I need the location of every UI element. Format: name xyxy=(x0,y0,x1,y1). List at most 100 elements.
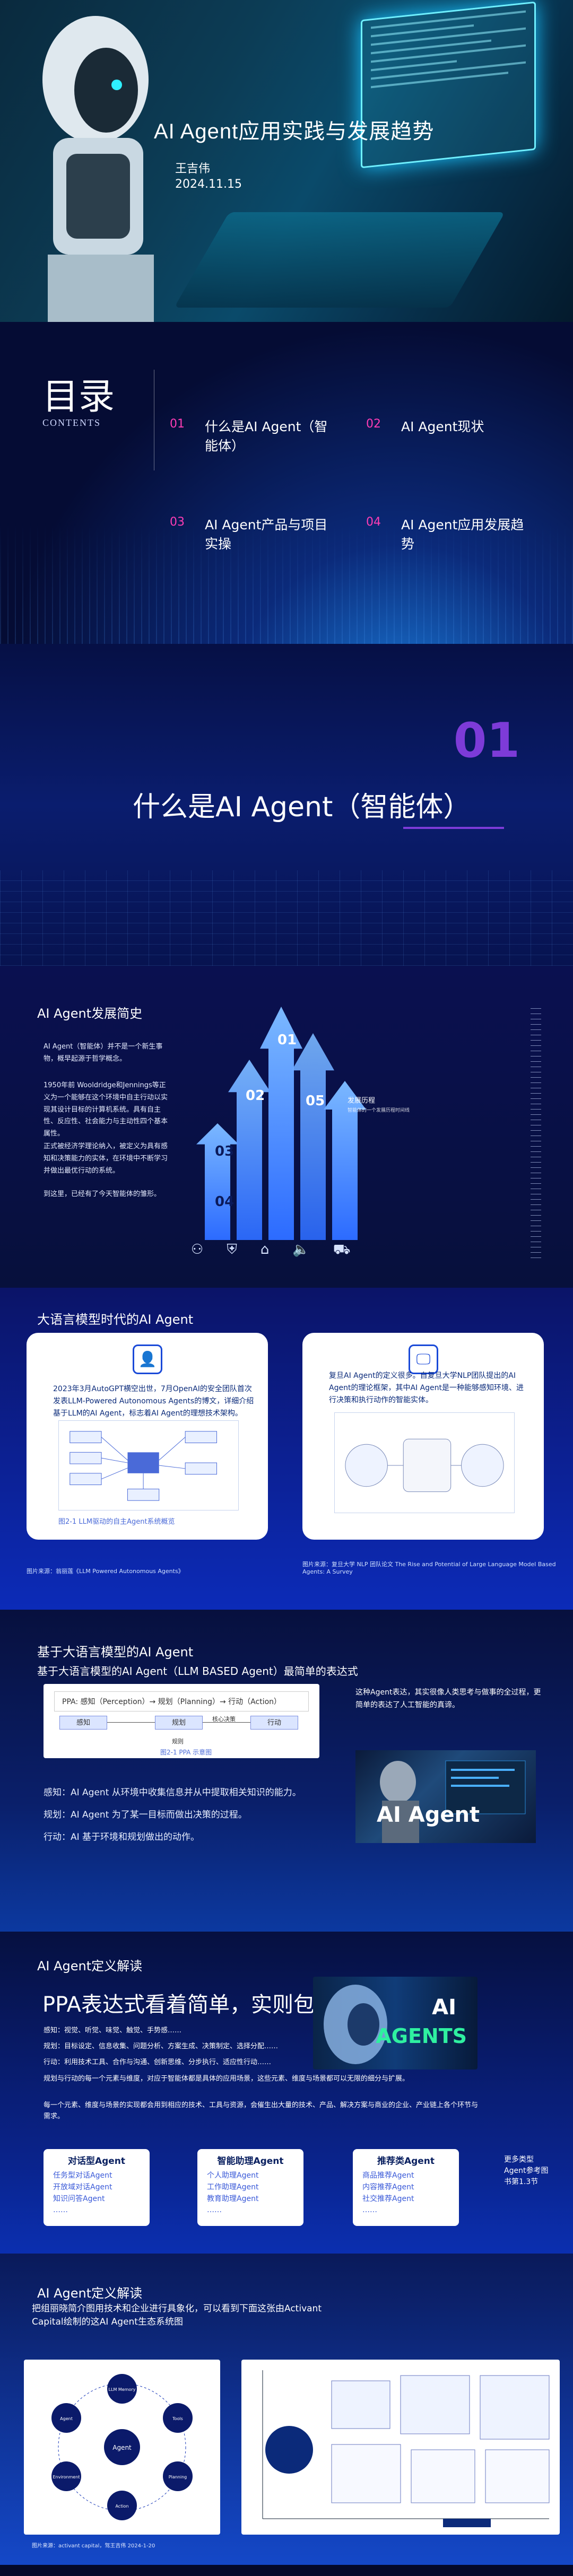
side-label-sub: 智能体的一个发展历程时间线 xyxy=(348,1107,410,1113)
side-label-title: 发展历程 xyxy=(348,1097,376,1105)
scale-ruler-decoration xyxy=(531,1008,541,1263)
cover-slide: AI Agent应用实践与发展趋势 王吉伟 2024.11.15 xyxy=(0,0,573,322)
left-source-note: 图片来源：翁丽莲《LLM Powered Autonomous Agents》 xyxy=(27,1568,184,1575)
toc-item-4[interactable]: 04 AI Agent应用发展趋势 xyxy=(366,516,536,554)
agent-components-wheel: Agent LLM Memory Tools Planning Action E… xyxy=(51,2374,193,2520)
right-source-note: 图片来源：复旦大学 NLP 团队论文 The Rise and Potentia… xyxy=(302,1561,556,1575)
toc-item-2[interactable]: 02 AI Agent现状 xyxy=(366,417,536,436)
shield-icon: ⛨ xyxy=(227,1242,237,1258)
toc-item-label: AI Agent现状 xyxy=(401,419,484,434)
agent-architecture-diagram xyxy=(58,1420,239,1510)
ppa-line-planning: 规划：AI Agent 为了某一目标而做出决策的过程。 xyxy=(44,1810,247,1820)
flow-arrow xyxy=(203,1722,250,1723)
section-underline xyxy=(403,827,504,829)
robot-at-computer-image xyxy=(380,1760,526,1843)
ppa-slide: 基于大语言模型的AI Agent 基于大语言模型的AI Agent（LLM BA… xyxy=(0,1610,573,1932)
box-item: …… xyxy=(207,2206,222,2215)
truck-icon: ⛟ xyxy=(333,1242,351,1258)
ppa-formula: PPA: 感知（Perception）→ 规划（Planning）→ 行动（Ac… xyxy=(54,1691,309,1711)
arrow-number: 05 xyxy=(306,1093,325,1109)
definition-line: 感知：视觉、听觉、味觉、触觉、手势感…… xyxy=(44,2027,182,2034)
slide-title: AI Agent定义解读 xyxy=(37,2286,143,2301)
slide-intro: 把组丽晓简介图用技术和企业进行具象化，可以看到下面这张由Activant Cap… xyxy=(32,2303,322,2327)
timeline-arrow xyxy=(292,1033,334,1240)
box-item: 个人助理Agent xyxy=(207,2171,259,2180)
toc-item-number: 04 xyxy=(366,516,387,554)
ai-agents-image: AI AGENTS xyxy=(313,1977,478,2069)
robot-head-graphic xyxy=(324,1985,387,2064)
history-slide: AI Agent发展简史 AI Agent（智能体）并不是一个新生事物，概早起源… xyxy=(0,966,573,1288)
box-item: 任务型对话Agent xyxy=(53,2171,112,2180)
box-heading: 对话型Agent xyxy=(67,2156,126,2167)
ecosystem-market-map xyxy=(241,2360,560,2535)
ppa-diagram-box: PPA: 感知（Perception）→ 规划（Planning）→ 行动（Ac… xyxy=(44,1684,319,1758)
robot-illustration xyxy=(42,16,154,322)
section-slide-01: 01 什么是AI Agent（智能体） xyxy=(0,644,573,966)
left-card: 👤 2023年3月AutoGPT横空出世，7月OpenAI的安全团队首次发表LL… xyxy=(27,1333,268,1540)
toc-slide: 目录 CONTENTS 01 什么是AI Agent（智能体） 02 AI Ag… xyxy=(0,322,573,644)
flow-planning: 规划 xyxy=(155,1716,203,1730)
arrow-number: 02 xyxy=(246,1088,265,1104)
wheel-node-label: Planning xyxy=(169,2475,187,2479)
figure-caption: 图2-1 PPA 示意图 xyxy=(160,1749,212,1756)
box-item: 内容推荐Agent xyxy=(362,2183,414,2192)
home-icon: ⌂ xyxy=(260,1242,270,1258)
image-text-ai: AI xyxy=(432,1995,456,2020)
history-paragraph: AI Agent（智能体）并不是一个新生事物，概早起源于哲学概念。 xyxy=(44,1043,163,1063)
box-item: 开放域对话Agent xyxy=(53,2183,112,2192)
grid-decoration xyxy=(0,870,573,966)
box-item: 知识问答Agent xyxy=(53,2194,105,2203)
toc-item-label: AI Agent产品与项目实操 xyxy=(205,516,337,554)
history-paragraph: 1950年前 Wooldridge和Jennings等正义为一个能够在这个环境中… xyxy=(44,1081,168,1138)
box-item: 商品推荐Agent xyxy=(362,2171,414,2180)
wheel-node-label: LLM Memory xyxy=(109,2387,136,2392)
box-heading: 推荐类Agent xyxy=(377,2156,435,2167)
toc-item-3[interactable]: 03 AI Agent产品与项目实操 xyxy=(170,516,340,554)
timeline-icons: ⚇ ⛨ ⌂ 🔈 ⛟ xyxy=(191,1242,350,1260)
slide-subtitle: 基于大语言模型的AI Agent（LLM BASED Agent）最简单的表达式 xyxy=(37,1665,358,1678)
timeline-side-label: 发展历程 智能体的一个发展历程时间线 xyxy=(348,1096,410,1114)
agent-type-box-assistant: 智能助理Agent 个人助理Agent 工作助理Agent 教育助理Agent … xyxy=(197,2149,303,2226)
wheel-node-label: Agent xyxy=(60,2416,73,2421)
slide-title: AI Agent发展简史 xyxy=(37,1006,143,1021)
toc-item-number: 01 xyxy=(170,417,185,431)
section-title: 什么是AI Agent（智能体） xyxy=(133,791,471,823)
definition-slide: AI Agent定义解读 PPA表达式看着简单，实则包括万象： AI AGENT… xyxy=(0,1932,573,2254)
history-paragraph: 到这里，已经有了今天智能体的雏形。 xyxy=(44,1190,161,1198)
keyboard-graphic xyxy=(174,212,505,308)
cover-title: AI Agent应用实践与发展趋势 xyxy=(154,120,435,143)
card-text: 复旦AI Agent的定义很多。自复旦大学NLP团队提出的AI Agent的理论… xyxy=(329,1372,524,1405)
ai-agent-photo: AI Agent xyxy=(355,1750,536,1843)
timeline-arrow xyxy=(196,1123,239,1240)
box-item: …… xyxy=(53,2206,68,2215)
toc-item-1[interactable]: 01 什么是AI Agent（智能体） xyxy=(170,417,340,456)
ppa-line-perception: 感知：AI Agent 从环境中收集信息并从中提取相关知识的能力。 xyxy=(44,1787,301,1798)
agent-type-box-dialog: 对话型Agent 任务型对话Agent 开放域对话Agent 知识问答Agent… xyxy=(44,2149,150,2226)
box-item: 教育助理Agent xyxy=(207,2194,259,2203)
definition-line: 行动：利用技术工具、合作与沟通、创新思维、分步执行、适应性行动…… xyxy=(44,2058,272,2066)
toc-title: 目录 xyxy=(42,376,115,418)
ppa-explanation: 这种Agent表达，其实很像人类思考与做事的全过程，更简单的表达了人工智能的真谛… xyxy=(355,1688,541,1709)
ecosystem-slide: AI Agent定义解读 把组丽晓简介图用技术和企业进行具象化，可以看到下面这张… xyxy=(0,2254,573,2565)
agent-icon: ⚇ xyxy=(191,1242,204,1258)
ecosystem-map-graphic xyxy=(262,2370,550,2527)
arrow-number: 03 xyxy=(215,1143,235,1159)
history-paragraph: 正式被经济学理论纳入，被定义为具有感知和决策能力的实体，在环境中不断学习并做出最… xyxy=(44,1142,168,1175)
right-card: 🖵 复旦AI Agent的定义很多。自复旦大学NLP团队提出的AI Agent的… xyxy=(302,1333,544,1540)
user-icon: 👤 xyxy=(133,1344,162,1374)
flow-action: 行动 xyxy=(250,1716,298,1730)
wheel-node-label: Environment xyxy=(53,2475,80,2479)
toc-subtitle: CONTENTS xyxy=(42,417,101,428)
wheel-center-label: Agent xyxy=(112,2444,132,2451)
box-item: 社交推荐Agent xyxy=(362,2194,414,2203)
box-heading: 智能助理Agent xyxy=(217,2156,284,2167)
arrow-number: 04 xyxy=(215,1194,235,1210)
source-note: 图片来源：activant capital，驾王吉伟 2024-1-20 xyxy=(32,2543,155,2549)
definition-line: 每一个元素、维度与场景的实现都会用到相应的技术、工具与资源，会催生出大量的技术、… xyxy=(44,2101,479,2120)
toc-item-label: AI Agent应用发展趋势 xyxy=(401,516,534,554)
image-text-agents: AGENTS xyxy=(376,2024,467,2048)
section-number: 01 xyxy=(453,713,520,769)
agent-type-box-recommend: 推荐类Agent 商品推荐Agent 内容推荐Agent 社交推荐Agent …… xyxy=(353,2149,459,2226)
ppa-line-action: 行动：AI 基于环境和规划做出的动作。 xyxy=(44,1832,200,1843)
speaker-icon: 🔈 xyxy=(292,1242,310,1258)
